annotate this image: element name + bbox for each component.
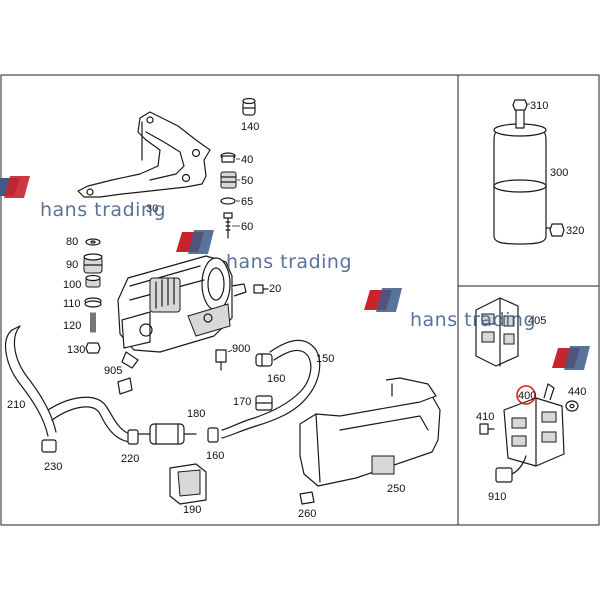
label-80: 80: [66, 236, 78, 248]
compressor-assembly[interactable]: [117, 255, 247, 369]
label-190: 190: [183, 504, 201, 516]
highlight-400: [516, 385, 536, 405]
part-50-rubber-mount[interactable]: [220, 171, 237, 189]
label-405: 405: [528, 315, 546, 327]
label-220: 220: [121, 453, 139, 465]
part-405-valve-block[interactable]: [475, 297, 519, 367]
svg-text:hans trading: hans trading: [226, 251, 352, 273]
svg-text:hans trading: hans trading: [40, 199, 166, 221]
part-220-clamp[interactable]: [127, 429, 139, 445]
part-110-spring-washer[interactable]: [84, 297, 102, 308]
watermark-2: hans trading: [176, 230, 352, 273]
label-410: 410: [476, 411, 494, 423]
label-20: 20: [269, 283, 281, 295]
label-160-lower: 160: [206, 450, 224, 462]
part-910-connector[interactable]: [495, 455, 527, 483]
part-140-grommet[interactable]: [242, 97, 256, 116]
part-260-clip[interactable]: [299, 491, 315, 505]
part-60-bolt[interactable]: [223, 212, 233, 239]
label-440: 440: [568, 386, 586, 398]
part-100-grommet[interactable]: [85, 274, 101, 288]
part-310-nut[interactable]: [512, 99, 528, 111]
part-250-cover[interactable]: [299, 377, 441, 487]
label-900: 900: [232, 343, 250, 355]
part-180-filter[interactable]: [137, 423, 197, 445]
label-90: 90: [66, 259, 78, 271]
label-100: 100: [63, 279, 81, 291]
part-400-valve-block[interactable]: [503, 383, 565, 467]
part-130-nut[interactable]: [85, 342, 101, 354]
label-910: 910: [488, 491, 506, 503]
part-905-clip[interactable]: [117, 377, 133, 395]
label-250: 250: [387, 483, 405, 495]
part-170-clip[interactable]: [255, 395, 273, 411]
part-30-bracket[interactable]: [77, 111, 211, 198]
label-260: 260: [298, 508, 316, 520]
label-230: 230: [44, 461, 62, 473]
label-65: 65: [241, 196, 253, 208]
label-60: 60: [241, 221, 253, 233]
label-150: 150: [316, 353, 334, 365]
label-110: 110: [63, 298, 81, 310]
label-905: 905: [104, 365, 122, 377]
part-120-bolt[interactable]: [90, 312, 96, 333]
watermark-3: hans trading: [364, 288, 536, 331]
label-140: 140: [241, 121, 259, 133]
label-300: 300: [550, 167, 568, 179]
part-150-hose[interactable]: [221, 339, 321, 439]
label-310: 310: [530, 100, 548, 112]
svg-text:hans trading: hans trading: [410, 309, 536, 331]
part-160-clamp-upper[interactable]: [255, 353, 273, 367]
part-320-fitting[interactable]: [545, 223, 565, 237]
part-300-reservoir[interactable]: [493, 105, 547, 245]
watermark-4: [552, 346, 590, 370]
part-80-washer[interactable]: [85, 238, 101, 246]
part-410-fitting[interactable]: [479, 423, 495, 435]
label-130: 130: [67, 344, 85, 356]
part-440-washer[interactable]: [565, 400, 579, 412]
label-40: 40: [241, 154, 253, 166]
label-170: 170: [233, 396, 251, 408]
label-160-upper: 160: [267, 373, 285, 385]
label-30: 30: [146, 203, 158, 215]
label-400: 400: [518, 390, 536, 402]
part-160-clamp-lower[interactable]: [207, 427, 219, 443]
label-320: 320: [566, 225, 584, 237]
part-210-hose[interactable]: [5, 325, 131, 443]
part-900-connector[interactable]: [215, 349, 227, 371]
label-210: 210: [7, 399, 25, 411]
part-65-washer[interactable]: [220, 197, 236, 205]
part-40-washer[interactable]: [220, 152, 236, 163]
watermark-1: hans trading: [0, 176, 166, 221]
part-20-fitting[interactable]: [253, 284, 269, 294]
diagram-frame: [0, 74, 600, 526]
part-230-clamp[interactable]: [41, 439, 57, 453]
label-120: 120: [63, 320, 81, 332]
part-90-rubber-mount[interactable]: [83, 253, 103, 274]
label-180: 180: [187, 408, 205, 420]
label-50: 50: [241, 175, 253, 187]
part-190-housing[interactable]: [169, 463, 207, 505]
